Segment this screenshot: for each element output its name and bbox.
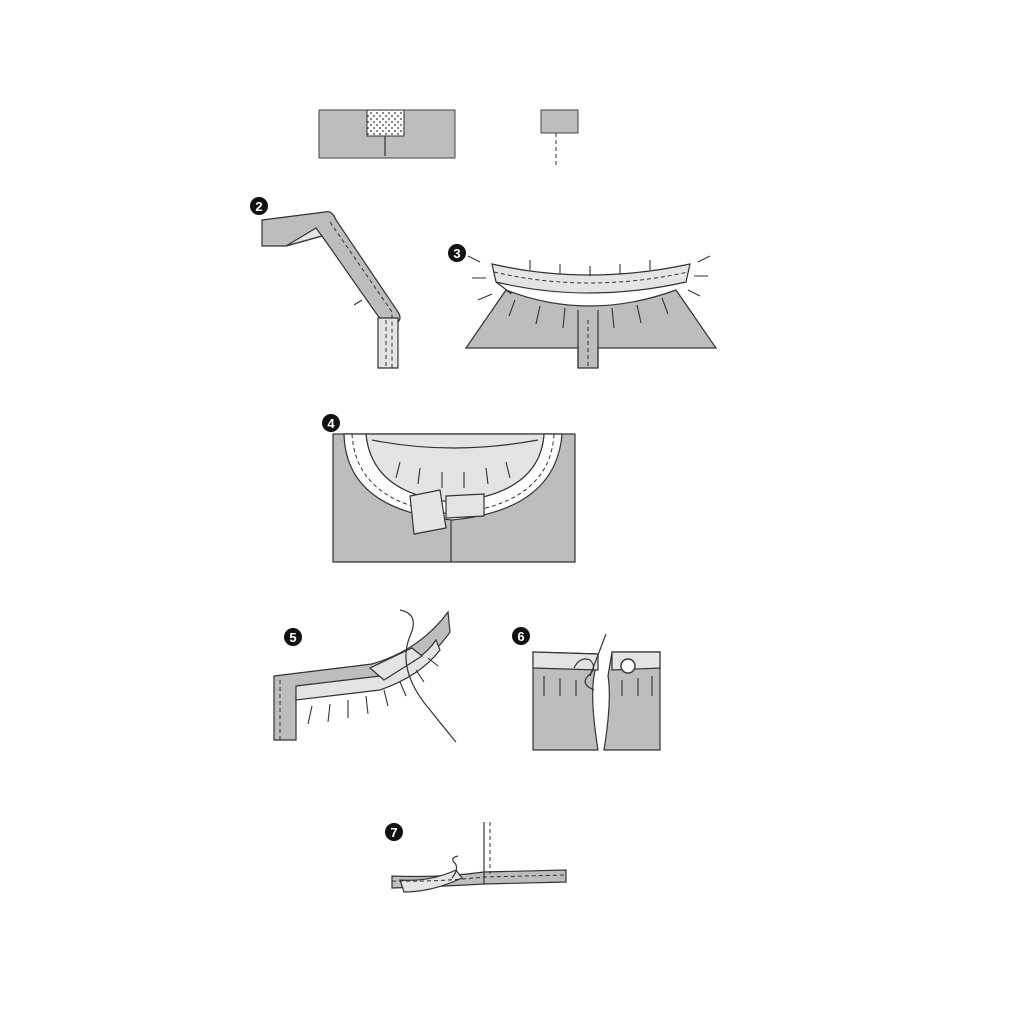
svg-text:3: 3 — [453, 246, 460, 261]
left-back-panel — [532, 651, 599, 751]
svg-text:6: 6 — [517, 629, 524, 644]
step-4-diagram: 4 — [322, 414, 576, 563]
step-2-diagram: 2 — [250, 197, 401, 369]
step-2-badge: 2 — [250, 197, 268, 215]
thread-end — [451, 855, 459, 879]
bodice-gathered — [464, 289, 718, 369]
facing-band — [261, 211, 401, 323]
pins — [467, 255, 711, 329]
yoke-band — [491, 263, 691, 294]
right-back-panel — [603, 651, 661, 751]
placket-edge — [377, 317, 399, 369]
svg-text:4: 4 — [327, 416, 335, 431]
button — [620, 658, 636, 674]
step-6-badge: 6 — [512, 627, 530, 645]
svg-text:5: 5 — [289, 630, 296, 645]
step-5-diagram: 5 — [273, 609, 457, 743]
step-3-badge: 3 — [448, 244, 466, 262]
svg-text:7: 7 — [390, 825, 397, 840]
step-3-diagram: 3 — [448, 244, 718, 369]
step-7-diagram: 7 — [385, 822, 567, 893]
turned-facing — [368, 647, 424, 681]
needle — [589, 633, 607, 677]
step-7-badge: 7 — [385, 823, 403, 841]
step-6-diagram: 6 — [512, 627, 661, 751]
step-5-badge: 5 — [284, 628, 302, 646]
small-fabric-square — [540, 109, 579, 134]
interfacing-patch — [366, 109, 405, 137]
placket-fold — [409, 489, 447, 535]
step-1-diagram — [318, 109, 579, 166]
svg-text:2: 2 — [255, 199, 262, 214]
step-4-badge: 4 — [322, 414, 340, 432]
thread — [399, 609, 457, 743]
collar-band — [273, 610, 451, 741]
